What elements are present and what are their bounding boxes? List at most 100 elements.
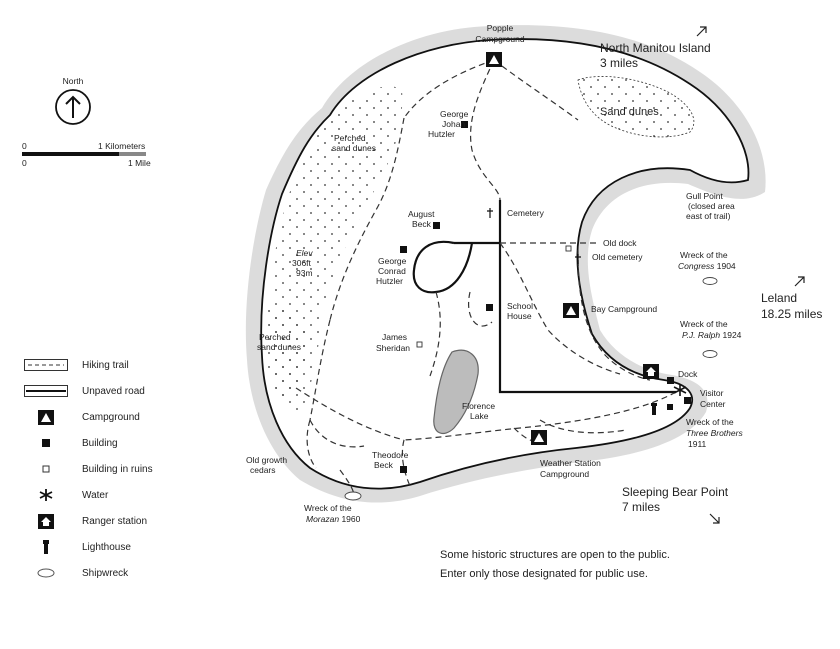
label-wreck-congress-1: Wreck of the	[680, 250, 728, 260]
label-visitor-1: Visitor	[700, 388, 724, 398]
label-popple-2: Campground	[475, 34, 524, 44]
label-leland-2: 18.25 miles	[761, 307, 822, 321]
campground-weather-station	[531, 430, 547, 445]
label-weather-2: Campground	[540, 469, 589, 479]
buildings-in-ruins	[416, 245, 572, 348]
water-icon	[24, 485, 68, 505]
legend-label: Building in ruins	[82, 463, 153, 475]
legend-lighthouse: Lighthouse	[24, 534, 224, 560]
label-george-johan-2: Johan	[442, 119, 465, 129]
north-arrow: North	[55, 76, 91, 125]
campground-popple	[486, 52, 502, 67]
label-wreck-brothers-3: 1911	[688, 439, 707, 449]
label-wreck-congress-3: 1904	[714, 261, 736, 271]
label-florence-2: Lake	[470, 411, 489, 421]
unpaved-road-swatch	[24, 381, 68, 401]
label-wreck-morazan-1: Wreck of the	[304, 503, 352, 513]
scale-zero-mi: 0	[22, 158, 27, 168]
water-icon	[673, 384, 687, 396]
legend-campground: Campground	[24, 404, 224, 430]
label-george-johan-3: Hutzler	[428, 129, 455, 139]
label-north-manitou-2: 3 miles	[600, 56, 638, 70]
label-cemetery: Cemetery	[507, 208, 545, 218]
label-north-manitou-1: North Manitou Island	[600, 41, 711, 55]
legend-label: Lighthouse	[82, 541, 131, 553]
label-gull-point-1: Gull Point	[686, 191, 723, 201]
north-arrow-icon	[65, 95, 81, 118]
unpaved-roads	[412, 200, 676, 394]
label-old-cemetery: Old cemetery	[592, 252, 643, 262]
label-august-2: Beck	[412, 219, 432, 229]
label-wreck-morazan-2: Morazan	[306, 514, 339, 524]
label-old-growth-1: Old growth	[246, 455, 287, 465]
legend-label: Campground	[82, 411, 140, 423]
label-sand-dunes: Sand dunes	[600, 106, 659, 118]
buildings	[400, 121, 691, 473]
label-elev-3: 93m	[296, 268, 313, 278]
label-old-growth-2: cedars	[250, 465, 276, 475]
label-school-2: House	[507, 311, 532, 321]
building-icon	[24, 433, 68, 453]
label-school-1: School	[507, 301, 533, 311]
shipwrecks	[344, 277, 718, 501]
lighthouse-icon	[24, 537, 68, 557]
note-line-1: Some historic structures are open to the…	[440, 549, 670, 561]
scale-bar: 0 1 Kilometers 0 1 Mile	[22, 141, 151, 168]
direction-arrows	[696, 26, 805, 524]
scale-zero-km: 0	[22, 141, 27, 151]
label-bay-campground: Bay Campground	[591, 304, 657, 314]
ranger-station-icon	[24, 511, 68, 531]
scale-km-label: 1 Kilometers	[98, 141, 145, 151]
note-line-2: Enter only those designated for public u…	[440, 568, 648, 580]
legend-unpaved-road: Unpaved road	[24, 378, 224, 404]
public-access-note: Some historic structures are open to the…	[440, 546, 670, 584]
hiking-trail-swatch	[24, 355, 68, 375]
north-label: North	[63, 76, 84, 86]
label-wreck-morazan-line-2: Morazan 1960	[306, 514, 361, 524]
label-sleeping-2: 7 miles	[622, 500, 660, 514]
label-elev-1: Elev	[296, 248, 313, 258]
label-dock: Dock	[678, 369, 698, 379]
label-james-1: James	[382, 332, 407, 342]
perched-dunes-southwest	[266, 306, 307, 400]
map-legend: Hiking trail Unpaved road Campground Bui…	[24, 352, 224, 586]
label-elev-2: 306ft	[292, 258, 312, 268]
label-leland-1: Leland	[761, 291, 797, 305]
label-august-1: August	[408, 209, 435, 219]
label-perched-bottom-2: sand dunes	[257, 342, 301, 352]
label-visitor-2: Center	[700, 399, 726, 409]
label-perched-bottom-1: Perched	[259, 332, 291, 342]
label-theodore-1: Theodore	[372, 450, 409, 460]
legend-ranger-station: Ranger station	[24, 508, 224, 534]
legend-hiking-trail: Hiking trail	[24, 352, 224, 378]
label-weather-1: Weather Station	[540, 458, 601, 468]
label-wreck-ralph-2: P.J. Ralph	[682, 330, 720, 340]
campground-icon	[24, 407, 68, 427]
label-wreck-brothers-1: Wreck of the	[686, 417, 734, 427]
label-wreck-congress-2: Congress	[678, 261, 715, 271]
map-labels: Popple Campground North Manitou Island 3…	[246, 23, 822, 524]
label-sleeping-1: Sleeping Bear Point	[622, 485, 729, 499]
lighthouse-icon	[651, 403, 657, 415]
building-ruins-icon	[24, 459, 68, 479]
scale-mi-label: 1 Mile	[128, 158, 151, 168]
label-gull-point-3: east of trail)	[686, 211, 731, 221]
label-wreck-ralph-line-2: P.J. Ralph 1924	[682, 330, 742, 340]
label-perched-top-1: Perched	[334, 133, 366, 143]
ranger-station-icon	[643, 364, 659, 379]
compass-circle	[55, 89, 91, 125]
label-george-johan-1: George	[440, 109, 469, 119]
label-perched-top-2: sand dunes	[332, 143, 376, 153]
label-george-conrad-1: George	[378, 256, 407, 266]
label-popple-1: Popple	[487, 23, 514, 33]
label-wreck-morazan-3: 1960	[339, 514, 361, 524]
shipwreck-icon	[24, 563, 68, 583]
legend-label: Hiking trail	[82, 359, 129, 371]
label-florence-1: Florence	[462, 401, 495, 411]
label-wreck-congress-line-2: Congress 1904	[678, 261, 736, 271]
legend-building-ruins: Building in ruins	[24, 456, 224, 482]
hiking-trails	[295, 59, 677, 497]
label-old-dock: Old dock	[603, 238, 637, 248]
label-james-2: Sheridan	[376, 343, 410, 353]
